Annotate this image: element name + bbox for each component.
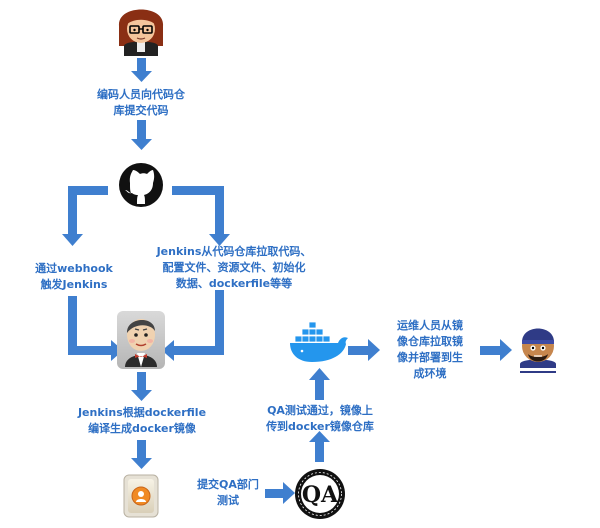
qa-logo-text: QA xyxy=(302,482,339,508)
label-jenkins-pull-line-3: 数据、dockerfile等等 xyxy=(175,277,293,290)
arrow-pass-to-docker xyxy=(309,368,330,400)
ops-engineer-avatar-icon xyxy=(520,328,556,376)
label-qa-pass: QA测试通过，镜像上 传到docker镜像仓库 xyxy=(248,403,392,435)
label-ops-deploy-line-2: 像仓库拉取镜 xyxy=(397,335,463,348)
label-webhook-line-1: 通过webhook xyxy=(35,262,113,275)
label-qa-pass-line-2: 传到docker镜像仓库 xyxy=(266,420,374,433)
qa-submit-icon xyxy=(123,474,159,518)
arrow-pull-to-jenkins xyxy=(162,290,224,361)
label-developer-push-line-1: 编码人员向代码仓 xyxy=(97,88,185,101)
label-submit-qa-line-2: 测试 xyxy=(217,494,239,507)
arrow-jenkins-to-build xyxy=(131,372,152,401)
github-octocat-icon xyxy=(119,163,163,207)
arrow-github-to-pull-label xyxy=(172,186,230,246)
arrow-qa-request-to-qa xyxy=(265,482,295,504)
label-ops-deploy-line-1: 运维人员从镜 xyxy=(397,319,463,332)
arrow-docker-to-ops-label xyxy=(348,339,380,361)
label-webhook-line-2: 触发Jenkins xyxy=(40,278,108,291)
arrow-developer-to-label xyxy=(131,58,152,82)
developer-avatar-icon xyxy=(118,9,164,56)
arrow-webhook-to-jenkins xyxy=(68,296,123,361)
label-jenkins-pull: Jenkins从代码仓库拉取代码、 配置文件、资源文件、初始化 数据、docke… xyxy=(148,244,320,292)
label-build-image-line-2: 编译生成docker镜像 xyxy=(88,422,196,435)
label-webhook: 通过webhook 触发Jenkins xyxy=(26,261,122,293)
arrow-github-to-webhook xyxy=(62,186,108,246)
qa-logo-icon: QA xyxy=(295,469,345,519)
arrow-label-to-github xyxy=(131,120,152,150)
docker-whale-icon xyxy=(290,321,348,362)
label-submit-qa: 提交QA部门 测试 xyxy=(190,477,266,509)
label-build-image-line-1: Jenkins根据dockerfile xyxy=(77,406,207,419)
label-ops-deploy: 运维人员从镜 像仓库拉取镜 像并部署到生 成环境 xyxy=(384,318,476,382)
label-ops-deploy-line-4: 成环境 xyxy=(413,367,447,380)
label-developer-push: 编码人员向代码仓 库提交代码 xyxy=(76,87,206,119)
label-ops-deploy-line-3: 像并部署到生 xyxy=(397,351,463,364)
label-jenkins-pull-line-2: 配置文件、资源文件、初始化 xyxy=(162,261,306,274)
label-qa-pass-line-1: QA测试通过，镜像上 xyxy=(267,404,373,417)
label-build-image: Jenkins根据dockerfile 编译生成docker镜像 xyxy=(62,405,222,437)
label-jenkins-pull-line-1: Jenkins从代码仓库拉取代码、 xyxy=(156,245,312,258)
label-submit-qa-line-1: 提交QA部门 xyxy=(197,478,259,491)
jenkins-butler-icon xyxy=(117,311,165,369)
arrow-build-to-qa-request xyxy=(131,440,152,469)
arrow-ops-label-to-avatar xyxy=(480,339,512,361)
flow-arrows xyxy=(62,58,512,504)
arrow-qa-to-pass-label xyxy=(309,431,330,462)
label-developer-push-line-2: 库提交代码 xyxy=(113,104,169,117)
